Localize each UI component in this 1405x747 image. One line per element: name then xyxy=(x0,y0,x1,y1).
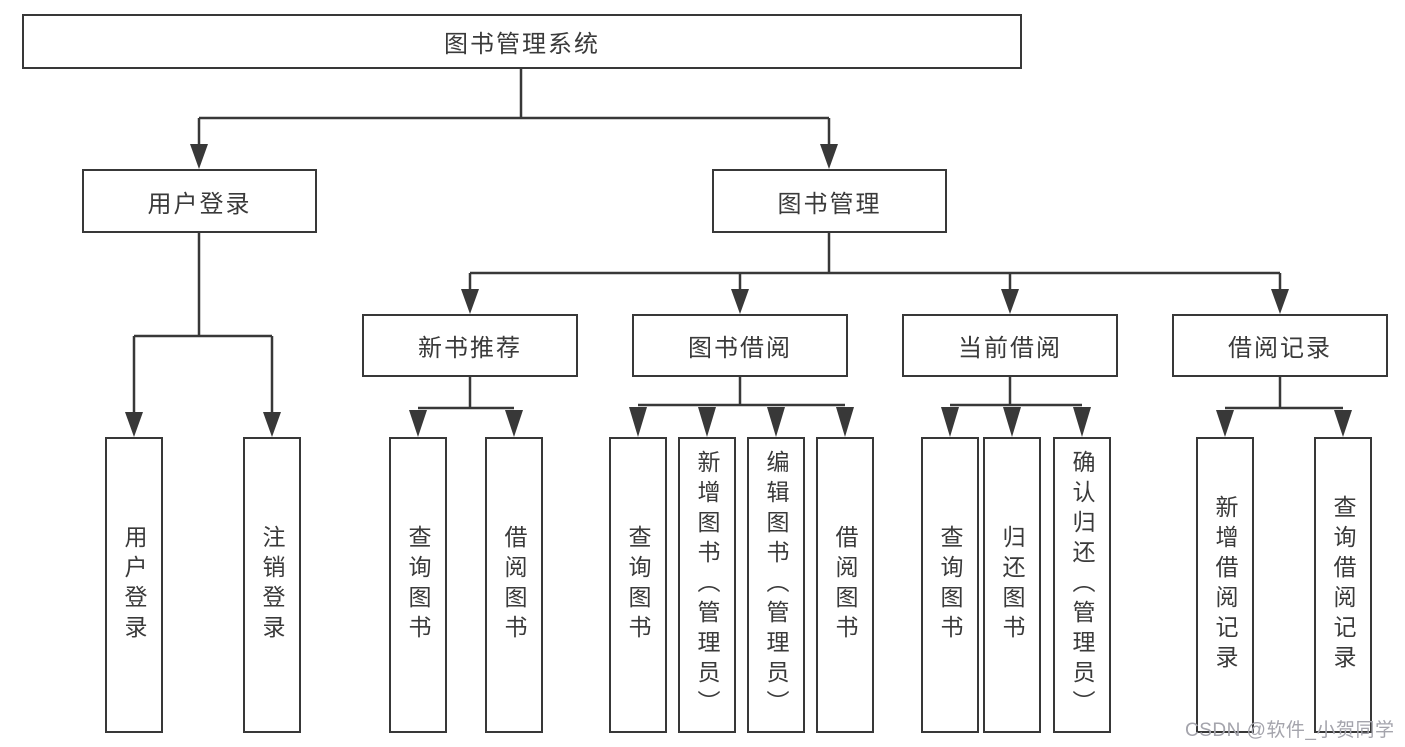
leaf-borrow-book-recommend: 借阅图书 xyxy=(485,437,543,733)
leaf-query-book-borrow: 查询图书 xyxy=(609,437,667,733)
leaf-borrow-book: 借阅图书 xyxy=(816,437,874,733)
watermark: CSDN @软件_小贺同学 xyxy=(1185,720,1395,741)
edge-new-book-split xyxy=(418,377,514,410)
node-user-login: 用户登录 xyxy=(82,169,317,233)
edge-book-mgmt-split xyxy=(468,233,1282,291)
node-current-borrow: 当前借阅 xyxy=(902,314,1118,377)
edge-user-login-split xyxy=(132,233,274,414)
node-root: 图书管理系统 xyxy=(22,14,1022,69)
leaf-logout: 注销登录 xyxy=(243,437,301,733)
leaf-user-login: 用户登录 xyxy=(105,437,163,733)
node-new-book-recommend: 新书推荐 xyxy=(362,314,578,377)
leaf-query-book-recommend: 查询图书 xyxy=(389,437,447,733)
leaf-query-book-current: 查询图书 xyxy=(921,437,979,733)
edge-book-borrow-split xyxy=(638,377,845,407)
leaf-add-borrow-record: 新增借阅记录 xyxy=(1196,437,1254,733)
leaf-return-book: 归还图书 xyxy=(983,437,1041,733)
node-borrow-records: 借阅记录 xyxy=(1172,314,1388,377)
leaf-edit-book-admin: 编辑图书（管理员） xyxy=(747,437,805,733)
node-book-borrow: 图书借阅 xyxy=(632,314,848,377)
node-book-management: 图书管理 xyxy=(712,169,947,233)
leaf-add-book-admin: 新增图书（管理员） xyxy=(678,437,736,733)
edge-root-stem xyxy=(197,69,831,146)
arrowheads xyxy=(125,144,1352,437)
leaf-query-borrow-record: 查询借阅记录 xyxy=(1314,437,1372,733)
edge-borrow-record-split xyxy=(1225,377,1343,410)
leaf-confirm-return-admin: 确认归还（管理员） xyxy=(1053,437,1111,733)
edge-current-borrow-split xyxy=(950,377,1082,407)
